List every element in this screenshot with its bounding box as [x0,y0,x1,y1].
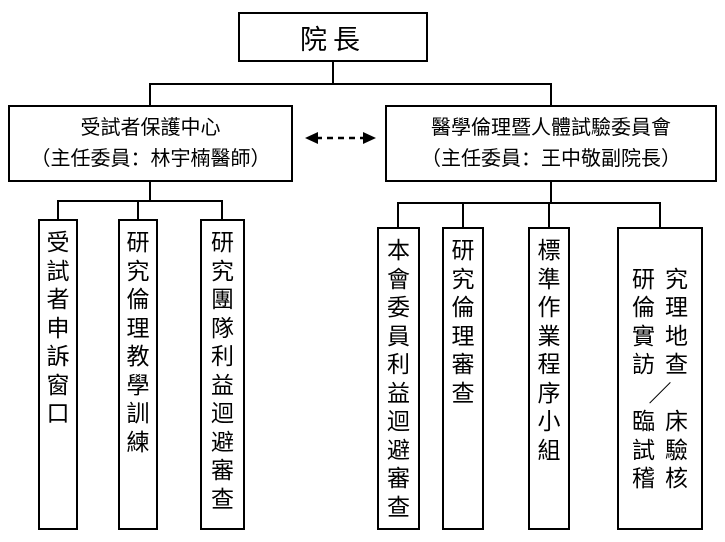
node-label: 研究倫理審查 [451,238,475,406]
node-research-ethics-training: 研究倫理教學訓練 [118,219,158,530]
node-subject-complaint-window: 受試者申訴窗口 [38,219,78,530]
node-label: 本會委員利益迴避審查 [387,238,410,520]
node-member-conflict-of-interest-review: 本會委員利益迴避審查 [377,227,420,530]
node-irb-committee-chair: （主任委員：王中敬副院長） [421,147,681,170]
node-dean-label: 院長 [300,24,366,55]
node-subject-protection-center: 受試者保護中心 （主任委員：林宇楠醫師） [8,105,293,182]
node-label: 受試者申訴窗口 [46,230,70,426]
node-subject-protection-center-chair: （主任委員：林宇楠醫師） [30,147,271,170]
node-dean: 院長 [238,12,428,62]
node-team-conflict-of-interest-review: 研究團隊利益迴避審查 [200,219,245,530]
node-sop-team: 標準作業程序小組 [528,227,570,530]
node-irb-committee: 醫學倫理暨人體試驗委員會 （主任委員：王中敬副院長） [385,105,717,182]
node-site-visit-and-trial-audit: 研究 倫理 實地 訪查 ／ 臨床 試驗 稽核 [617,227,703,530]
node-irb-committee-name: 醫學倫理暨人體試驗委員會 [431,116,671,139]
node-label: 研究 倫理 實地 訪查 ／ 臨床 試驗 稽核 [632,266,698,492]
node-label: 標準作業程序小組 [537,238,561,463]
node-label: 研究倫理教學訓練 [126,230,150,455]
node-label: 研究團隊利益迴避審查 [211,230,234,512]
node-research-ethics-review: 研究倫理審查 [442,227,484,530]
node-subject-protection-center-name: 受試者保護中心 [80,116,221,139]
bidirectional-dashed-arrow [305,132,376,144]
